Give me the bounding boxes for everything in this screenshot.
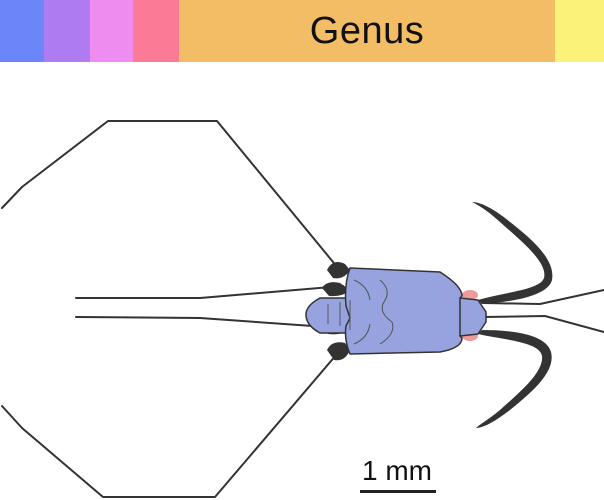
upper-rod: [75, 285, 344, 299]
carapace-fold-mid: [379, 279, 394, 345]
limb-base-lower-2: [327, 342, 350, 361]
scale-bar: [360, 490, 436, 493]
lower-curved-antenna: [476, 330, 552, 428]
body: [305, 267, 487, 355]
lower-antenna: [483, 315, 604, 333]
carapace-fold-lower: [353, 323, 371, 345]
specimen-illustration: [1, 120, 604, 498]
rank-label-genus: Genus: [309, 9, 425, 52]
rank-segment-2: [44, 0, 90, 62]
body-segment-lines: [327, 279, 394, 345]
upper-curved-antenna: [472, 202, 553, 304]
head: [459, 297, 487, 337]
rank-segment-6: [555, 0, 604, 62]
upper-frame-limb: [1, 120, 339, 269]
rank-segment-3: [90, 0, 133, 62]
carapace-fold-upper: [353, 279, 371, 301]
upper-head-spot: [462, 290, 478, 300]
abdomen: [305, 297, 359, 334]
upper-antenna: [483, 289, 604, 305]
rank-segment-4: [133, 0, 179, 62]
limb-base-upper-1: [327, 262, 350, 279]
lower-rod: [75, 316, 342, 329]
lower-frame-limb: [1, 353, 338, 498]
long-appendages-left: [1, 120, 604, 498]
taxonomic-rank-bar: Genus: [0, 0, 604, 62]
rank-segment-1: [0, 0, 44, 62]
scale-bar-label: 1 mm: [362, 455, 432, 486]
rank-segment-genus: Genus: [179, 0, 555, 62]
limb-base-upper-2: [322, 282, 350, 297]
carapace: [344, 267, 466, 355]
